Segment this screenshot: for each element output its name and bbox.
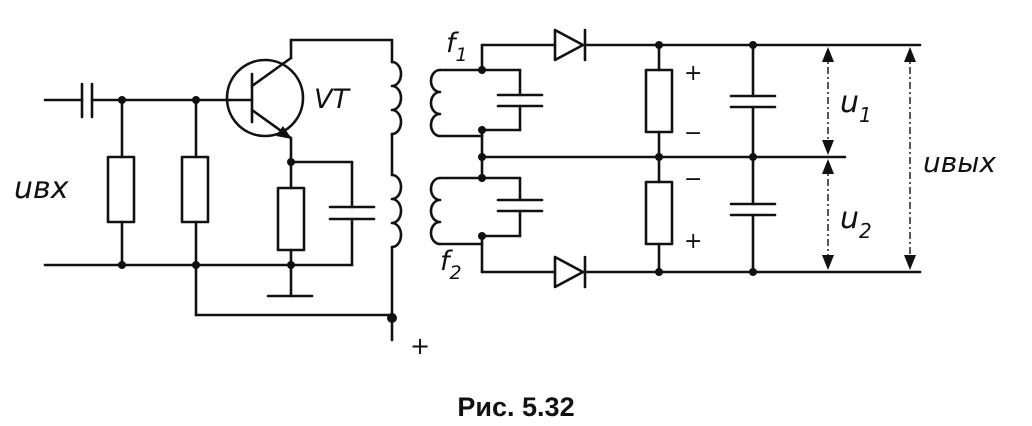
emitter-arrow-icon <box>276 126 292 139</box>
diode-bottom-icon <box>553 255 585 289</box>
detector: + − − + <box>480 28 922 289</box>
figure-caption: Рис. 5.32 <box>457 392 574 422</box>
transistor-body <box>225 58 305 138</box>
emitter-rc <box>266 160 376 298</box>
resistor-top-minus: − <box>684 121 702 146</box>
input-stage <box>43 82 354 317</box>
emitter-resistor <box>276 186 306 252</box>
transistor-label: VT <box>314 84 351 115</box>
uin-label: uвх <box>14 171 69 206</box>
resistor-top-plus: + <box>684 61 702 86</box>
base-bias-resistor <box>180 155 210 224</box>
u1-label: u1 <box>840 85 872 127</box>
input-resistor <box>106 155 136 224</box>
voltage-indicators: u1 u2 uвых <box>822 47 996 270</box>
diode-top-icon <box>553 28 585 62</box>
resistor-bottom-minus: − <box>684 167 702 192</box>
secondary-coil-f2 <box>429 176 442 246</box>
transistor-collector <box>250 56 293 88</box>
u2-label: u2 <box>840 201 872 243</box>
load-resistor-top <box>644 68 674 134</box>
primary-coil-bottom <box>390 173 403 249</box>
primary-coil-top <box>390 60 403 136</box>
f1-label: f1 <box>446 28 468 66</box>
uout-label: uвых <box>923 146 996 179</box>
load-resistor-bottom <box>644 180 674 246</box>
primary-winding: + <box>194 38 430 360</box>
transistor-vt: VT <box>225 38 394 190</box>
secondary-coil-f1 <box>429 68 442 138</box>
f2-label: f2 <box>440 246 462 284</box>
supply-plus-sign: + <box>410 332 430 360</box>
resistor-bottom-plus: + <box>684 229 702 254</box>
